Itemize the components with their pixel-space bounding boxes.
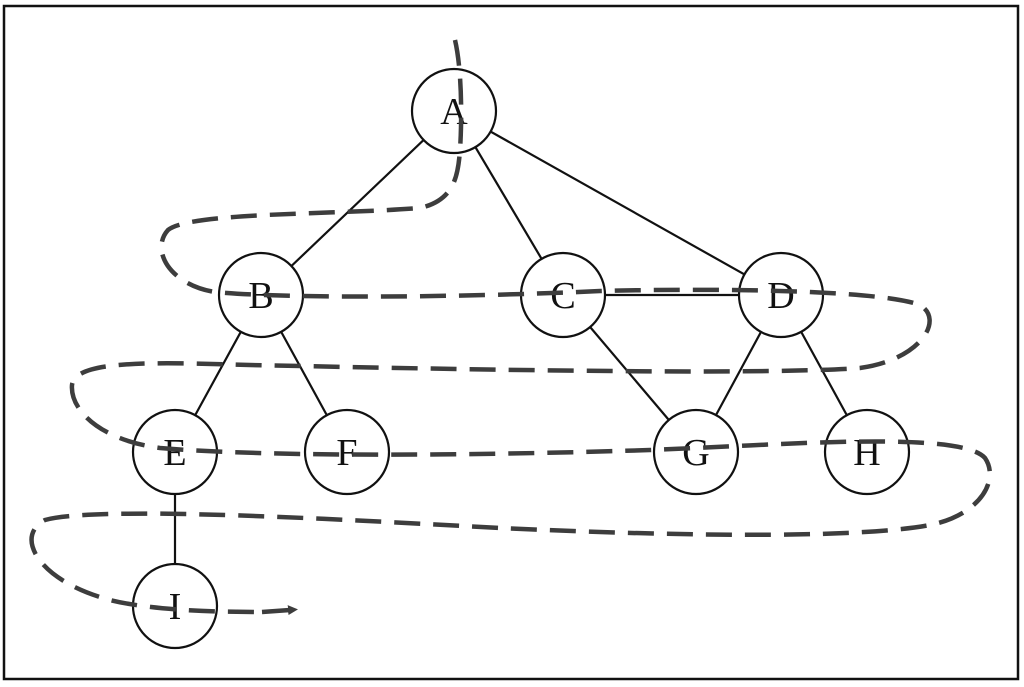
node-circle <box>652 408 740 496</box>
traversal-arrowhead <box>261 605 298 616</box>
nodes-layer: A B C D E F G H I <box>131 67 911 650</box>
node-label: I <box>169 586 182 628</box>
node-circle <box>823 408 911 496</box>
node-e: E <box>131 408 219 496</box>
edge-a-d <box>453 110 782 296</box>
node-circle <box>217 251 305 339</box>
node-g: G <box>652 408 740 496</box>
node-d: D <box>737 251 825 339</box>
edge-a-b <box>260 110 455 296</box>
node-label: A <box>440 91 468 133</box>
node-label: F <box>336 432 357 474</box>
diagram-frame <box>2 4 1020 681</box>
node-b: B <box>217 251 305 339</box>
node-label: E <box>163 432 186 474</box>
node-h: H <box>823 408 911 496</box>
node-circle <box>303 408 391 496</box>
edges-layer <box>173 110 868 606</box>
node-label: C <box>550 275 575 317</box>
traversal-path <box>29 39 992 615</box>
node-f: F <box>303 408 391 496</box>
node-circle <box>410 67 498 155</box>
node-a: A <box>410 67 498 155</box>
node-c: C <box>519 251 607 339</box>
node-label: D <box>767 275 794 317</box>
node-i: I <box>131 562 219 650</box>
node-circle <box>737 251 825 339</box>
node-label: H <box>853 432 880 474</box>
node-label: G <box>682 432 709 474</box>
